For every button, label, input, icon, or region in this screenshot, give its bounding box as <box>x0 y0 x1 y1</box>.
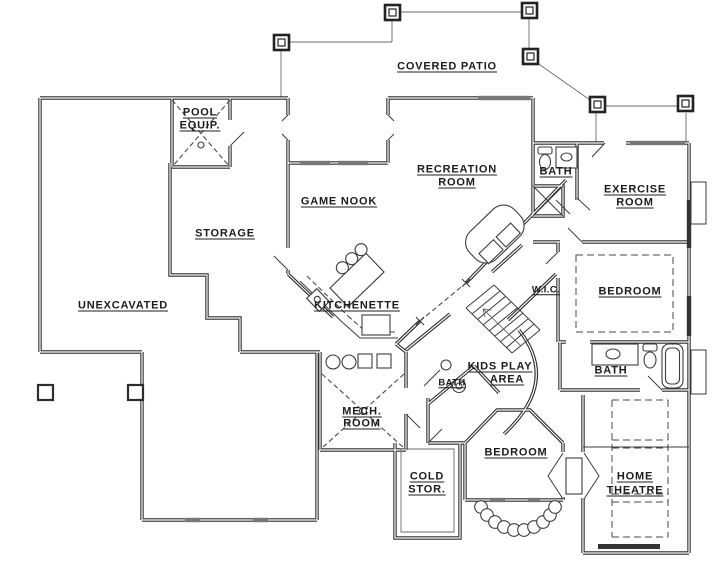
room-label-game-nook: GAME NOOK <box>300 195 378 208</box>
shower-top-bath <box>532 185 564 217</box>
walls-layer <box>38 96 691 555</box>
room-label-kids-play-1: KIDS PLAY <box>467 360 533 373</box>
room-label-exercise-1: EXERCISE <box>603 183 667 196</box>
room-label-mech-1: MECH. <box>342 405 382 418</box>
pool-equip-marker <box>197 141 205 149</box>
curved-sofa <box>465 204 525 265</box>
room-label-kitchenette: KITCHENETTE <box>314 299 400 312</box>
room-label-covered-patio: COVERED PATIO <box>397 60 497 73</box>
patio-edge-lines <box>280 11 687 143</box>
room-label-kids-play-2: AREA <box>489 373 525 386</box>
room-label-unexcavated: UNEXCAVATED <box>77 299 169 312</box>
room-label-storage: STORAGE <box>195 227 255 240</box>
room-label-pool-equip-2: EQUIP. <box>179 119 221 132</box>
kitchenette-counter <box>299 280 398 339</box>
room-label-bath-small: BATH <box>438 377 466 389</box>
room-label-bath-top: BATH <box>539 165 573 178</box>
door-symbols <box>229 114 663 444</box>
dashed-lines <box>171 99 674 538</box>
french-doors <box>547 452 600 500</box>
bath-small-fixtures <box>440 359 467 394</box>
mech-equipment <box>325 353 392 416</box>
room-label-cold-2: STOR. <box>408 483 446 496</box>
room-label-recreation-1: RECREATION <box>417 163 497 176</box>
room-label-cold-1: COLD <box>409 470 445 483</box>
room-label-bedroom-bottom: BEDROOM <box>484 446 548 459</box>
room-label-pool-equip-1: POOL <box>182 106 218 119</box>
foundation-piers <box>36 383 145 402</box>
room-label-bath-right: BATH <box>594 364 628 377</box>
cold-storage-liner <box>400 448 455 533</box>
room-label-home-theatre-2: THEATRE <box>606 484 664 497</box>
room-label-wic: W.I.C. <box>531 284 561 296</box>
bath-right-fixtures <box>591 343 684 389</box>
room-label-exercise-2: ROOM <box>616 196 654 209</box>
staircase <box>465 284 541 354</box>
room-label-bedroom-right: BEDROOM <box>598 285 662 298</box>
window-marks <box>185 95 692 549</box>
room-label-mech-2: ROOM <box>343 417 381 430</box>
patio-columns <box>272 1 695 114</box>
room-label-home-theatre-1: HOME <box>616 470 654 483</box>
room-label-recreation-2: ROOM <box>438 176 476 189</box>
landscape-arc <box>474 500 562 537</box>
game-table <box>329 243 385 308</box>
bath-top-fixtures <box>537 146 578 171</box>
railing-posts <box>415 278 471 326</box>
window-wells <box>690 181 707 395</box>
